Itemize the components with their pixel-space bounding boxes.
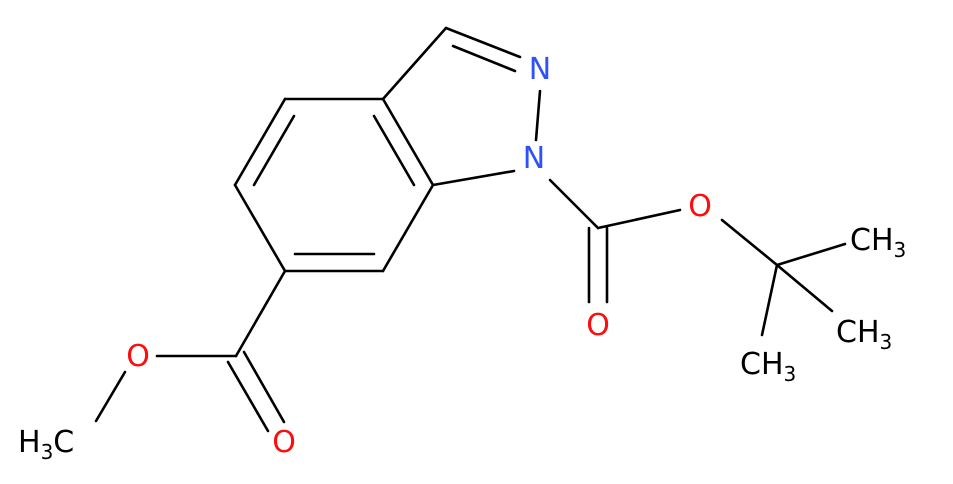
bond-tbu-methyl-b	[775, 263, 834, 313]
methyl-me-h: H	[18, 425, 41, 460]
methyl-b-sub: 3	[880, 330, 893, 354]
bond-oester-tbu	[720, 218, 779, 267]
methyl-c-sub: 3	[784, 362, 797, 386]
bond-inner-c7a-c3a	[372, 114, 416, 187]
bond-boc-carbonyl-oester	[596, 208, 682, 230]
bond-ester-c-o-double-2	[242, 350, 286, 424]
methyl-ester-group	[94, 269, 287, 433]
bond-ester-c-o-double-1	[226, 360, 270, 433]
methyl-a-ch: CH	[850, 223, 894, 258]
bond-c3-n2	[444, 26, 522, 59]
bond-c5-c6	[233, 183, 287, 273]
bond-n1-boc-carbonyl	[548, 178, 600, 230]
bond-inner-c4-c5	[252, 114, 296, 187]
atom-n1: N	[523, 141, 545, 176]
bond-c7-c7a	[381, 183, 435, 273]
bond-tbu-methyl-c	[760, 263, 779, 337]
atom-n2: N	[529, 52, 551, 87]
benzene-ring	[233, 97, 435, 273]
bond-c3-n2-double	[451, 44, 517, 73]
methyl-a-sub: 3	[894, 238, 907, 262]
bond-tbu-methyl-a	[775, 242, 847, 267]
methyl-me-c: C	[53, 425, 74, 460]
bond-c3a-c3	[381, 26, 448, 101]
methyl-me-sub: 3	[41, 440, 54, 464]
atom-methyl-b: CH3	[836, 315, 892, 354]
atom-methyl-c: CH3	[740, 347, 796, 386]
bond-o-methyl	[94, 370, 127, 423]
atom-o-carbonyl-me: O	[272, 425, 296, 460]
atom-o-carbonyl-boc: O	[586, 308, 610, 343]
atom-o-ester-me: O	[126, 339, 150, 374]
bond-n1-c7a	[431, 169, 516, 187]
atom-methyl-a: CH3	[850, 223, 906, 262]
bond-n2-n1	[534, 89, 542, 142]
bond-c6-ester-carbon	[234, 269, 287, 358]
boc-group	[548, 178, 847, 337]
bond-c7a-c3a	[381, 97, 435, 187]
atom-o-ester-boc: O	[688, 189, 712, 224]
atom-methyl-me: H3C	[18, 425, 74, 464]
methyl-c-ch: CH	[740, 347, 784, 382]
bond-c4-c5	[233, 97, 287, 187]
pyrazole-ring	[381, 26, 542, 187]
methyl-b-ch: CH	[836, 315, 880, 350]
